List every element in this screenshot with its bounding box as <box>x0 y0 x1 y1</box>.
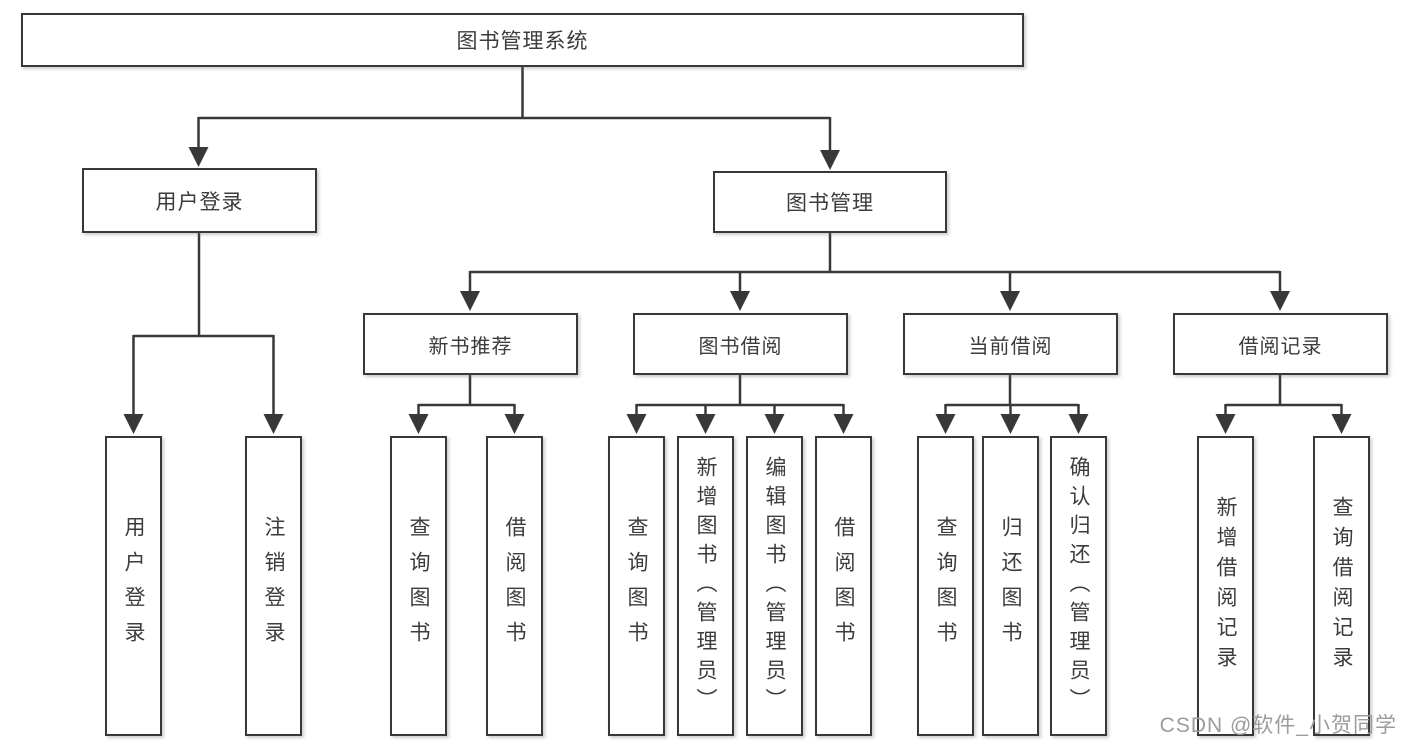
node-new-book-recommendation: 新书推荐 <box>363 313 578 375</box>
leaf-query-books-recommend: 查询图书 <box>390 436 447 736</box>
leaf-label: 新增借阅记录 <box>1214 496 1237 676</box>
leaf-label: 用户登录 <box>122 516 145 656</box>
leaf-user-login: 用户登录 <box>105 436 162 736</box>
leaf-logout-login: 注销登录 <box>245 436 302 736</box>
leaf-label: 查询图书 <box>407 516 430 656</box>
node-label: 图书管理 <box>786 192 874 215</box>
node-user-login: 用户登录 <box>82 168 317 233</box>
leaf-borrow-books-recommend: 借阅图书 <box>486 436 543 736</box>
leaf-return-books: 归还图书 <box>982 436 1039 736</box>
leaf-label: 查询图书 <box>934 516 957 656</box>
node-book-management: 图书管理 <box>713 171 947 233</box>
leaf-label: 新增图书（管理员） <box>694 455 717 717</box>
leaf-add-books-admin: 新增图书（管理员） <box>677 436 734 736</box>
node-label: 图书管理系统 <box>456 30 589 53</box>
leaf-label: 注销登录 <box>262 516 285 656</box>
leaf-query-borrow-record: 查询借阅记录 <box>1313 436 1370 736</box>
leaf-label: 归还图书 <box>999 516 1022 656</box>
leaf-query-books-borrowing: 查询图书 <box>608 436 665 736</box>
node-label: 借阅记录 <box>1238 335 1323 358</box>
leaf-label: 借阅图书 <box>832 516 855 656</box>
node-borrowing-records: 借阅记录 <box>1173 313 1388 375</box>
node-library-management-system: 图书管理系统 <box>21 13 1024 67</box>
leaf-edit-books-admin: 编辑图书（管理员） <box>746 436 803 736</box>
node-label: 新书推荐 <box>428 335 513 358</box>
leaf-label: 确认归还（管理员） <box>1067 455 1090 717</box>
node-label: 用户登录 <box>155 190 244 214</box>
leaf-label: 借阅图书 <box>503 516 526 656</box>
node-book-borrowing: 图书借阅 <box>633 313 848 375</box>
leaf-label: 查询借阅记录 <box>1330 496 1353 676</box>
leaf-label: 查询图书 <box>625 516 648 656</box>
node-label: 当前借阅 <box>968 335 1053 358</box>
leaf-label: 编辑图书（管理员） <box>763 455 786 717</box>
leaf-add-borrow-record: 新增借阅记录 <box>1197 436 1254 736</box>
leaf-query-books-current: 查询图书 <box>917 436 974 736</box>
node-current-borrowing: 当前借阅 <box>903 313 1118 375</box>
leaf-confirm-return-admin: 确认归还（管理员） <box>1050 436 1107 736</box>
leaf-borrow-books-borrowing: 借阅图书 <box>815 436 872 736</box>
node-label: 图书借阅 <box>698 335 783 358</box>
